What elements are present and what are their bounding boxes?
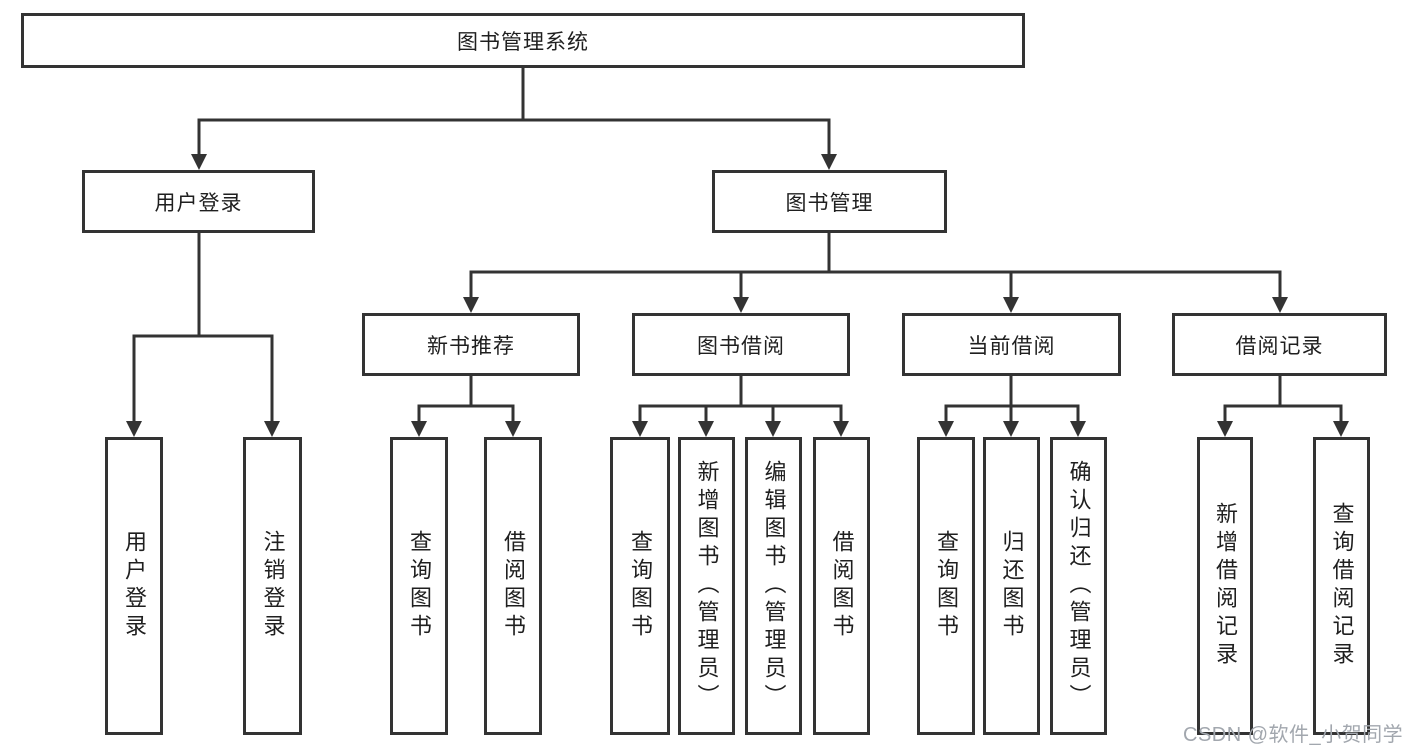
node-book-management-label: 图书管理 (785, 191, 874, 215)
connector-book-management-branch (463, 233, 1288, 313)
leaf-query-borrow-record-label: 查询借阅记录 (1329, 502, 1355, 670)
leaf-user-login-label: 用户登录 (122, 530, 147, 642)
node-current-borrow: 当前借阅 (902, 313, 1121, 376)
leaf-borrow-books-recommend-label: 借阅图书 (501, 530, 526, 642)
leaf-logout-label: 注销登录 (260, 530, 286, 642)
leaf-user-login: 用户登录 (105, 437, 163, 735)
root-node-library-management-system: 图书管理系统 (21, 13, 1025, 68)
node-book-borrow-label: 图书借阅 (697, 334, 785, 358)
leaf-edit-book-admin: 编辑图书（管理员） (745, 437, 802, 735)
connector-current-borrow-branch (938, 376, 1086, 437)
connector-root-to-level2 (191, 68, 837, 170)
leaf-query-books-recommend: 查询图书 (390, 437, 448, 735)
leaf-return-book-label: 归还图书 (999, 530, 1025, 642)
leaf-query-books-borrow-label: 查询图书 (628, 530, 653, 642)
leaf-add-book-admin: 新增图书（管理员） (678, 437, 735, 735)
leaf-borrow-books-recommend: 借阅图书 (484, 437, 542, 735)
leaf-confirm-return-admin: 确认归还（管理员） (1050, 437, 1107, 735)
connector-user-login-branch (126, 233, 280, 437)
leaf-query-books-current-label: 查询图书 (934, 530, 959, 642)
node-borrow-records: 借阅记录 (1172, 313, 1387, 376)
leaf-confirm-return-admin-label: 确认归还（管理员） (1066, 460, 1092, 712)
node-borrow-records-label: 借阅记录 (1235, 334, 1324, 358)
leaf-edit-book-admin-label: 编辑图书（管理员） (761, 460, 787, 712)
node-new-book-recommend-label: 新书推荐 (427, 334, 515, 358)
leaf-query-books-current: 查询图书 (917, 437, 975, 735)
leaf-logout: 注销登录 (243, 437, 302, 735)
node-new-book-recommend: 新书推荐 (362, 313, 580, 376)
leaf-query-books-borrow: 查询图书 (610, 437, 670, 735)
node-user-login: 用户登录 (82, 170, 315, 233)
csdn-watermark: CSDN @软件_小贺同学 (1183, 724, 1404, 746)
node-user-login-label: 用户登录 (154, 191, 243, 215)
leaf-add-book-admin-label: 新增图书（管理员） (694, 460, 720, 712)
connector-book-borrow-branch (632, 376, 849, 437)
leaf-borrow-books: 借阅图书 (813, 437, 870, 735)
leaf-add-borrow-record: 新增借阅记录 (1197, 437, 1253, 735)
connector-borrow-records-branch (1217, 376, 1349, 437)
leaf-query-borrow-record: 查询借阅记录 (1313, 437, 1370, 735)
node-book-management: 图书管理 (712, 170, 947, 233)
leaf-query-books-recommend-label: 查询图书 (407, 530, 432, 642)
leaf-add-borrow-record-label: 新增借阅记录 (1213, 502, 1238, 670)
leaf-return-book: 归还图书 (983, 437, 1040, 735)
leaf-borrow-books-label: 借阅图书 (829, 530, 855, 642)
connector-new-book-branch (411, 376, 521, 437)
node-book-borrow: 图书借阅 (632, 313, 850, 376)
root-node-label: 图书管理系统 (457, 30, 589, 54)
node-current-borrow-label: 当前借阅 (967, 334, 1056, 358)
